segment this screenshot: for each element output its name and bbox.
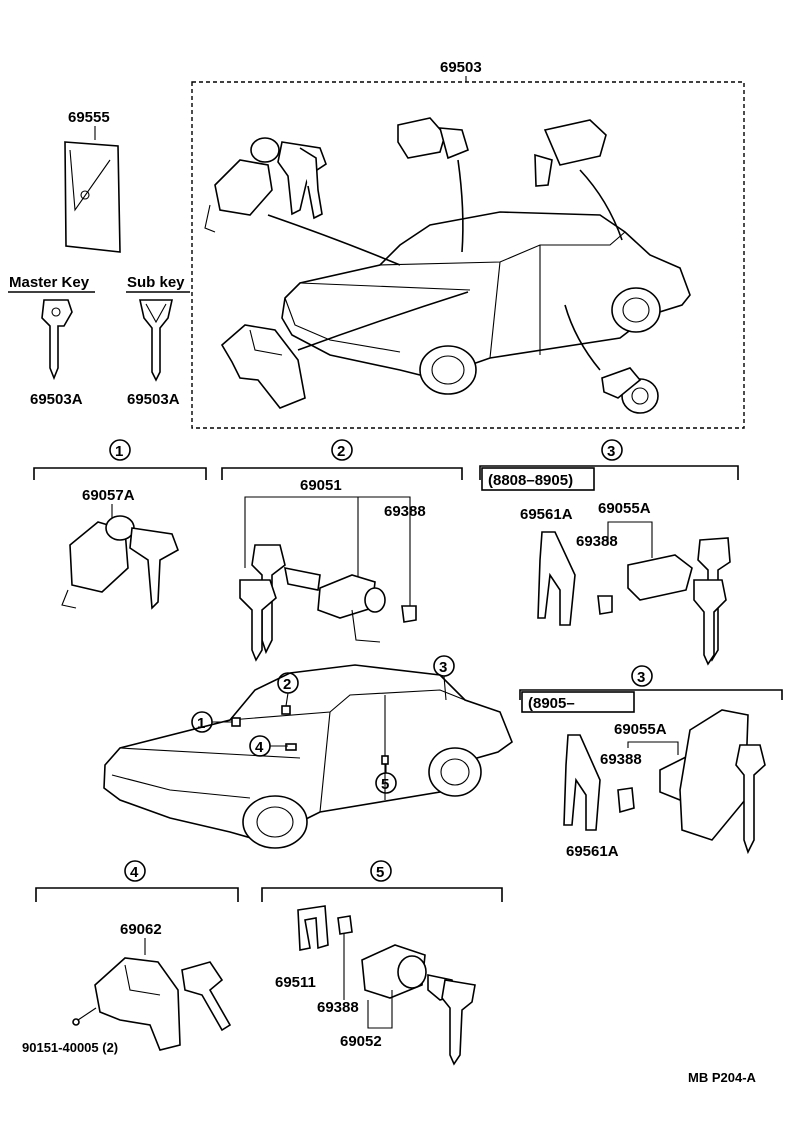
label-69051: 69051 bbox=[300, 477, 342, 494]
label-69503A-sub: 69503A bbox=[127, 391, 180, 408]
callout-1-header bbox=[109, 439, 131, 461]
door-cylinder-top-right bbox=[601, 367, 659, 414]
range-box-8905 bbox=[521, 691, 635, 713]
callout-3-header-a bbox=[601, 439, 623, 461]
label-69555: 69555 bbox=[68, 109, 110, 126]
range-box-8808 bbox=[481, 467, 595, 491]
trunk-cylinder-top bbox=[534, 119, 607, 187]
label-69388-b: 69388 bbox=[600, 751, 642, 768]
door-cylinder-69051 bbox=[317, 574, 386, 643]
glove-lock-69062 bbox=[94, 957, 232, 1051]
svg-text:2: 2 bbox=[283, 676, 291, 693]
label-69511: 69511 bbox=[275, 974, 316, 991]
car-middle bbox=[103, 664, 513, 849]
clip-69388-s5 bbox=[337, 915, 353, 935]
diagram-code: MB P204-A bbox=[688, 1070, 757, 1085]
screw-90151 bbox=[72, 1007, 97, 1026]
set-box-69503 bbox=[191, 81, 745, 429]
bracket-4 bbox=[35, 887, 239, 902]
callout-1-car: 1 bbox=[191, 711, 232, 733]
keys-section-2 bbox=[239, 544, 321, 662]
leader-69052 bbox=[367, 990, 393, 1029]
car-top bbox=[281, 211, 691, 395]
callout-3-car: 3 bbox=[433, 655, 455, 701]
door-cylinder-top bbox=[397, 117, 469, 160]
leader-69055A-a bbox=[607, 521, 653, 558]
bracket-3a bbox=[479, 465, 739, 480]
arrows-top bbox=[267, 159, 623, 371]
label-master-key: Master Key bbox=[9, 274, 90, 291]
callout-4-header-text: 4 bbox=[130, 864, 139, 881]
label-69052: 69052 bbox=[340, 1033, 382, 1050]
glove-lock-top bbox=[220, 324, 306, 409]
leader-69055A-b bbox=[627, 741, 679, 755]
callout-2-header-text: 2 bbox=[337, 443, 345, 460]
leader-69051 bbox=[244, 496, 411, 612]
clip-69511 bbox=[297, 905, 329, 951]
callout-3-header-b bbox=[631, 665, 653, 687]
label-69503: 69503 bbox=[440, 59, 482, 76]
door-cylinder-69052 bbox=[361, 944, 476, 1066]
clip-69561A-b bbox=[563, 734, 601, 831]
bracket-2 bbox=[221, 467, 463, 480]
callout-1-header-text: 1 bbox=[115, 443, 123, 460]
callout-3-header-a-text: 3 bbox=[607, 443, 615, 460]
sub-key-icon bbox=[139, 299, 173, 382]
label-69388-a: 69388 bbox=[576, 533, 618, 550]
label-69062: 69062 bbox=[120, 921, 162, 938]
ignition-cylinder-top bbox=[204, 137, 327, 233]
label-69055A-a: 69055A bbox=[598, 500, 651, 517]
label-69561A-a: 69561A bbox=[520, 506, 573, 523]
label-69561A-b: 69561A bbox=[566, 843, 619, 860]
label-90151-40005: 90151-40005 (2) bbox=[22, 1040, 118, 1055]
callout-3-header-b-text: 3 bbox=[637, 669, 645, 686]
callout-5-header-text: 5 bbox=[376, 864, 384, 881]
svg-text:1: 1 bbox=[197, 715, 205, 732]
svg-text:3: 3 bbox=[439, 659, 447, 676]
trunk-cylinder-69055A-a bbox=[627, 537, 731, 666]
callout-5-header bbox=[370, 860, 392, 882]
trunk-cylinder-69055A-b bbox=[659, 709, 766, 855]
label-range-8905: (8905– bbox=[528, 695, 575, 712]
label-sub-key: Sub key bbox=[127, 274, 185, 291]
label-range-8808-8905: (8808–8905) bbox=[488, 472, 573, 489]
ignition-cylinder-69057A bbox=[61, 515, 179, 610]
clip-69561A-a bbox=[537, 531, 576, 626]
key-card-69555 bbox=[64, 141, 121, 253]
clip-69388-a bbox=[597, 595, 613, 615]
callout-5-car: 5 bbox=[375, 764, 397, 794]
label-69388-s2: 69388 bbox=[384, 503, 426, 520]
callout-4-header bbox=[124, 860, 146, 882]
label-69503A-master: 69503A bbox=[30, 391, 83, 408]
master-key-icon bbox=[41, 299, 73, 381]
clip-69388-b bbox=[617, 787, 635, 814]
clip-69388-s2 bbox=[401, 605, 417, 623]
callout-4-car: 4 bbox=[249, 735, 288, 757]
callout-2-car: 2 bbox=[277, 672, 299, 707]
label-69055A-b: 69055A bbox=[614, 721, 667, 738]
svg-text:4: 4 bbox=[255, 739, 264, 756]
svg-text:5: 5 bbox=[381, 776, 389, 793]
bracket-5 bbox=[261, 887, 503, 902]
label-69057A: 69057A bbox=[82, 487, 135, 504]
label-69388-s5: 69388 bbox=[317, 999, 359, 1016]
bracket-1 bbox=[33, 467, 207, 480]
bracket-3b bbox=[519, 689, 783, 700]
callout-2-header bbox=[331, 439, 353, 461]
